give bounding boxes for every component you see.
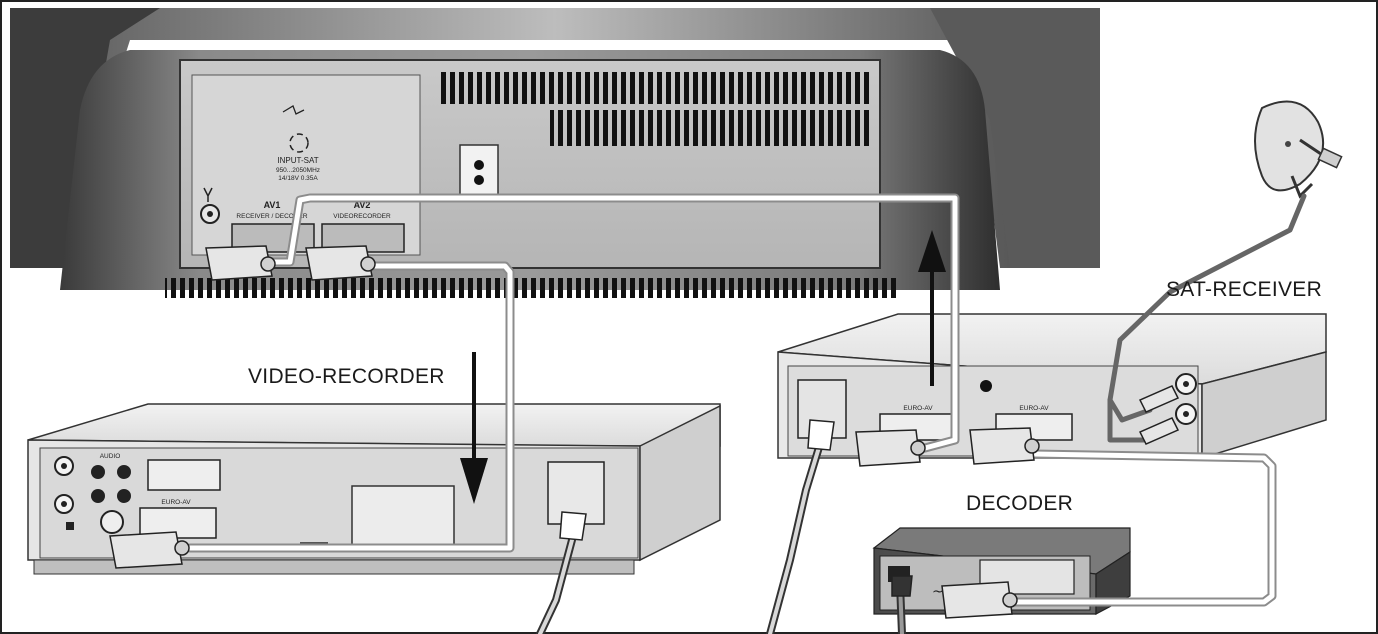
av2-label: AV2 xyxy=(354,200,371,210)
arrows xyxy=(460,230,946,504)
vcr-svideo-socket xyxy=(100,510,124,534)
panel-vents-top xyxy=(440,72,870,104)
av1-label: AV1 xyxy=(264,200,281,210)
av1-sublabel: RECEIVER / DECODER xyxy=(236,213,307,220)
input-sat-spec-1: 950...2050MHz xyxy=(276,167,320,174)
av2-scart-plug xyxy=(305,245,373,281)
cable-dish-receiver xyxy=(1107,193,1307,423)
sat-receiver-label: SAT-RECEIVER xyxy=(1166,278,1322,301)
satellite-dish xyxy=(1254,100,1343,199)
decoder-scart-plug xyxy=(941,581,1013,619)
receiver-mains-socket xyxy=(797,379,847,439)
receiver-euro-av-right-label: EURO-AV xyxy=(1019,405,1049,412)
input-sat-block: INPUT-SAT 950...2050MHz 14/18V 0.35A xyxy=(276,105,320,182)
decoder-label: DECODER xyxy=(966,492,1073,515)
power-socket xyxy=(459,144,499,201)
vcr-audio-jack xyxy=(91,465,105,479)
receiver-jack xyxy=(980,380,992,392)
tv-bottom-vents xyxy=(165,278,900,298)
satellite-icon xyxy=(282,105,305,115)
antenna-icon xyxy=(203,187,213,202)
panel-vents-bottom xyxy=(550,110,870,146)
receiver-mains-plug xyxy=(807,419,835,451)
video-recorder-label: VIDEO-RECORDER xyxy=(248,365,445,388)
input-sat-label: INPUT-SAT xyxy=(277,156,318,165)
vcr-audio-label: AUDIO xyxy=(100,453,121,460)
receiver-scart-plug-left xyxy=(855,429,921,467)
receiver-euro-av-left-label: EURO-AV xyxy=(903,405,933,412)
cables xyxy=(185,193,1307,634)
vcr-scart-top xyxy=(147,459,221,491)
vcr-mains-socket xyxy=(547,461,605,525)
vcr-mains-plug xyxy=(559,511,587,541)
svg-text:~: ~ xyxy=(932,584,944,600)
vcr-euro-av-label: EURO-AV xyxy=(161,499,191,506)
av1-scart-plug xyxy=(205,245,273,281)
plugs xyxy=(109,245,1180,619)
av2-sublabel: VIDEORECORDER xyxy=(333,213,391,220)
input-sat-spec-2: 14/18V 0.35A xyxy=(278,175,318,182)
receiver-scart-plug-right xyxy=(969,427,1035,465)
vcr-scart-plug xyxy=(109,531,183,569)
vcr-cover-plate xyxy=(351,485,455,551)
